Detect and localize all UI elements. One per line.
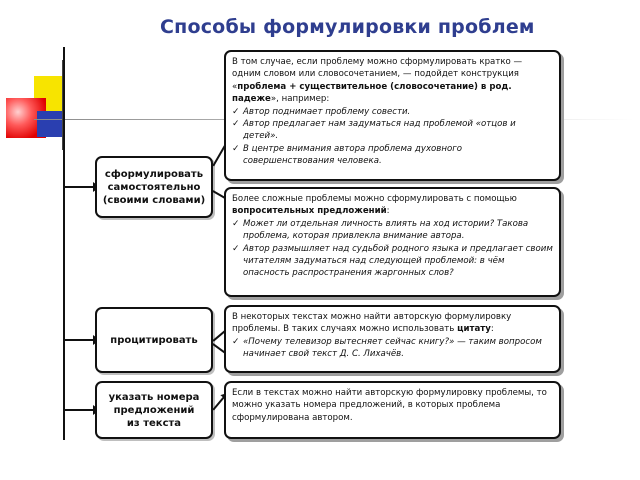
- method-label: процитировать: [110, 334, 198, 346]
- method-label: указать номера предложений из текста: [108, 391, 200, 429]
- decor-vertical-line: [62, 60, 63, 150]
- branch-arrow-3: [64, 405, 100, 415]
- branch-arrow-2: [64, 335, 100, 345]
- example-item: ✓«Почему телевизор вытесняет сейчас книг…: [232, 336, 542, 360]
- example-item: ✓Автор поднимает проблему совести.: [232, 106, 411, 117]
- example-item: ✓В центре внимания автора проблема духов…: [232, 143, 463, 167]
- panel-intro: В некоторых текстах можно найти авторску…: [232, 312, 512, 335]
- example-item: ✓Может ли отдельная личность влиять на х…: [232, 218, 529, 242]
- explanation-panel-sentence-numbers: Если в текстах можно найти авторскую фор…: [224, 381, 561, 439]
- check-icon: ✓: [232, 143, 240, 154]
- decor-blue-square: [37, 111, 63, 137]
- branch-arrow-1: [64, 182, 100, 192]
- check-icon: ✓: [232, 106, 240, 117]
- explanation-panel-short-phrase: В том случае, если проблему можно сформу…: [224, 50, 561, 181]
- explanation-panel-questions: Более сложные проблемы можно сформулиров…: [224, 187, 561, 297]
- explanation-panel-quote: В некоторых текстах можно найти авторску…: [224, 305, 561, 373]
- method-box-quote: процитировать: [95, 307, 213, 373]
- panel-intro: Если в текстах можно найти авторскую фор…: [232, 388, 547, 423]
- panel-intro: В том случае, если проблему можно сформу…: [232, 57, 523, 105]
- method-box-own-words: сформулировать самостоятельно (своими сл…: [95, 156, 213, 218]
- check-icon: ✓: [232, 243, 240, 254]
- method-box-sentence-numbers: указать номера предложений из текста: [95, 381, 213, 439]
- method-label: сформулировать самостоятельно (своими сл…: [102, 168, 206, 206]
- check-icon: ✓: [232, 119, 240, 130]
- fan-arrow: [212, 396, 225, 411]
- page-title: Способы формулировки проблем: [160, 16, 535, 38]
- example-item: ✓Автор размышляет над судьбой родного яз…: [232, 243, 553, 279]
- check-icon: ✓: [232, 218, 240, 229]
- check-icon: ✓: [232, 336, 240, 347]
- diagram-spine: [63, 47, 65, 440]
- panel-intro: Более сложные проблемы можно сформулиров…: [232, 194, 517, 217]
- example-item: ✓Автор предлагает нам задуматься над про…: [232, 119, 516, 142]
